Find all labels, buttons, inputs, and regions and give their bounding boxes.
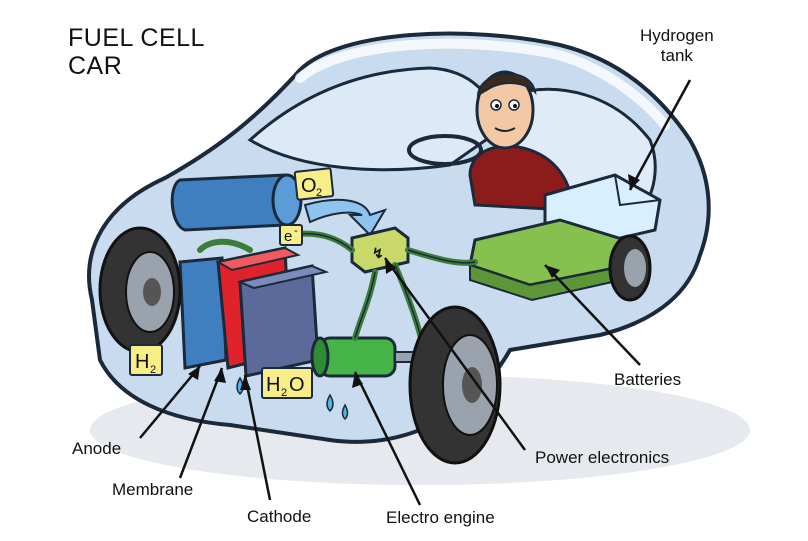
leader-membrane	[178, 367, 224, 479]
rear-wheel-far	[608, 234, 652, 302]
rear-wheel-near	[408, 305, 502, 465]
leader-cathode	[243, 374, 272, 501]
diagram-title: FUEL CELL CAR	[68, 24, 205, 80]
leader-lines	[139, 79, 692, 506]
water-o-symbol: O	[289, 374, 305, 396]
hydrogen-subscript: 2	[150, 364, 156, 376]
roof-highlight	[295, 38, 670, 130]
leader-anode	[139, 365, 201, 439]
leader-power-electronics	[383, 257, 527, 451]
leader-electro-engine	[353, 371, 422, 506]
hydrogen-symbol: H	[135, 351, 149, 373]
water-h-symbol: H	[266, 374, 280, 396]
electron-symbol: e	[284, 228, 292, 245]
leader-hydrogen-tank	[628, 79, 692, 191]
oxygen-symbol: O	[301, 175, 317, 197]
leader-batteries	[544, 264, 641, 366]
battery-pack	[468, 218, 627, 302]
label-hydrogen-tank-line1: Hydrogen	[640, 26, 714, 45]
label-hydrogen-tank-line2: tank	[660, 46, 693, 65]
electron-superscript: -	[294, 225, 298, 237]
label-power-electronics: Power electronics	[535, 448, 670, 467]
oxygen-air-tank	[170, 173, 303, 232]
leader-arrowheads	[188, 174, 640, 390]
label-hydrogen-tank: Hydrogen tank	[640, 26, 714, 66]
label-batteries: Batteries	[614, 370, 682, 389]
label-anode: Anode	[72, 439, 122, 458]
fuel-cell-stack	[178, 246, 330, 378]
electron-label-box: e -	[279, 224, 303, 246]
water-subscript: 2	[281, 387, 287, 399]
power-electronics-unit: ↯	[350, 226, 410, 274]
steering-wheel	[407, 134, 483, 166]
hydrogen-label-box: H 2	[129, 344, 163, 376]
label-membrane: Membrane	[112, 480, 194, 499]
label-cathode: Cathode	[247, 507, 312, 526]
title-line-1: FUEL CELL	[68, 24, 205, 52]
front-wheel	[98, 226, 182, 354]
water-label-box: H 2 O	[261, 367, 313, 399]
label-electro-engine: Electro engine	[386, 508, 495, 527]
title-line-2: CAR	[68, 52, 123, 80]
oxygen-label-box: O 2	[293, 167, 335, 201]
oxygen-subscript: 2	[316, 187, 322, 199]
svg-text:↯: ↯	[372, 245, 384, 261]
